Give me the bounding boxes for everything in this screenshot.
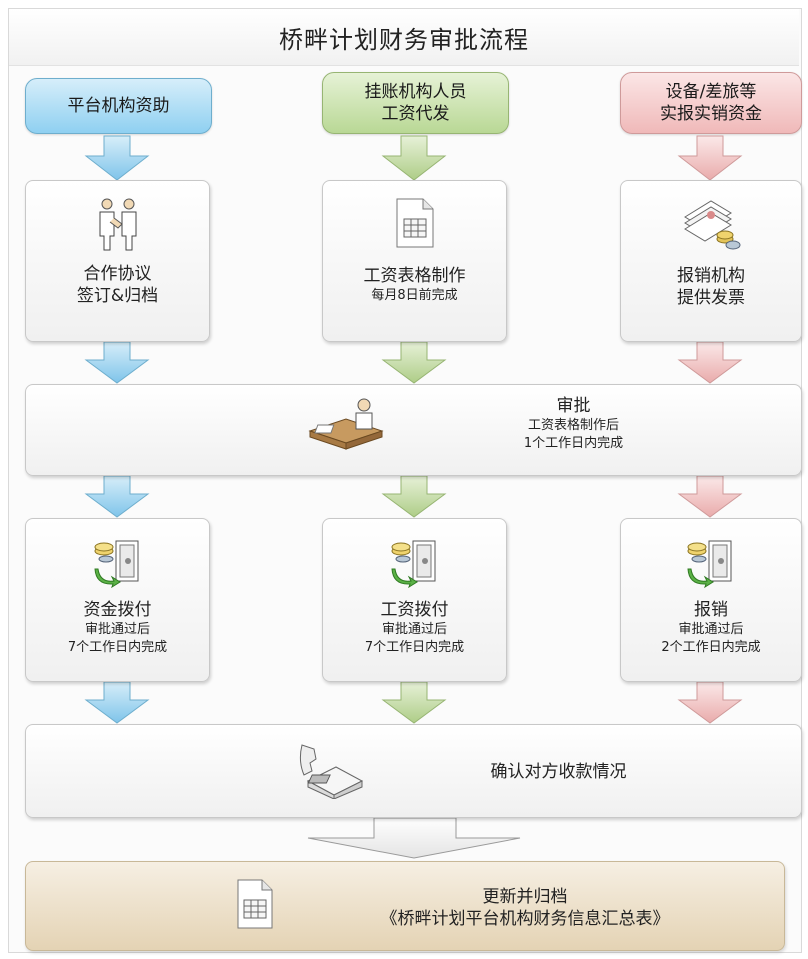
down-arrow bbox=[381, 341, 447, 384]
down-arrow bbox=[381, 135, 447, 181]
step-title: 报销机构 bbox=[677, 266, 745, 286]
source-label: 挂账机构人员 bbox=[364, 82, 467, 102]
down-arrow bbox=[677, 341, 743, 384]
down-arrow bbox=[84, 475, 150, 518]
step-note: 审批通过后 bbox=[381, 622, 447, 637]
step-note: 审批通过后 bbox=[84, 622, 150, 637]
archive-subtitle: 《桥畔计划平台机构财务信息汇总表》 bbox=[380, 909, 670, 929]
arrow-row-1 bbox=[84, 135, 743, 181]
step-note: 每月8日前完成 bbox=[371, 288, 458, 303]
arrow-row-3 bbox=[84, 475, 743, 518]
arrow-row-4 bbox=[84, 681, 743, 724]
source-label: 工资代发 bbox=[381, 104, 450, 124]
spreadsheet-icon bbox=[237, 879, 273, 929]
step-title: 工资表格制作 bbox=[363, 266, 466, 286]
money-transfer-icon bbox=[391, 540, 436, 589]
arrow-row-2 bbox=[84, 341, 743, 384]
step-salary-table-box: 工资表格制作 每月8日前完成 bbox=[322, 180, 507, 342]
title-bar: 桥畔计划财务审批流程 bbox=[9, 9, 799, 66]
down-arrow bbox=[677, 681, 743, 724]
handshake-icon bbox=[99, 198, 137, 251]
approval-box: 审批 工资表格制作后 1个工作日内完成 bbox=[25, 384, 802, 476]
archive-box: 更新并归档 《桥畔计划平台机构财务信息汇总表》 bbox=[25, 861, 785, 951]
source-reimbursement: 设备/差旅等 实报实销资金 bbox=[620, 72, 802, 134]
down-arrow bbox=[381, 475, 447, 518]
step-note: 审批通过后 bbox=[678, 622, 744, 637]
approval-note: 工资表格制作后 bbox=[527, 418, 619, 433]
approval-title: 审批 bbox=[556, 396, 591, 416]
step-note: 7个工作日内完成 bbox=[67, 640, 168, 655]
step-reimbursement-box: 报销 审批通过后 2个工作日内完成 bbox=[620, 518, 802, 682]
money-transfer-icon bbox=[687, 540, 732, 589]
spreadsheet-icon bbox=[396, 198, 434, 248]
step-title: 工资拨付 bbox=[380, 600, 449, 620]
telephone-icon bbox=[299, 744, 364, 799]
down-arrow-large bbox=[307, 817, 521, 859]
step-invoice-box: 报销机构 提供发票 bbox=[620, 180, 802, 342]
down-arrow bbox=[677, 475, 743, 518]
step-agreement-box: 合作协议 签订&归档 bbox=[25, 180, 210, 342]
confirm-title: 确认对方收款情况 bbox=[490, 762, 627, 782]
source-label: 设备/差旅等 bbox=[665, 82, 757, 102]
source-platform-funding: 平台机构资助 bbox=[25, 78, 212, 134]
confirm-box: 确认对方收款情况 bbox=[25, 724, 802, 818]
step-title: 签订&归档 bbox=[76, 286, 159, 306]
down-arrow bbox=[381, 681, 447, 724]
down-arrow bbox=[84, 681, 150, 724]
money-transfer-icon bbox=[94, 540, 139, 589]
source-label: 平台机构资助 bbox=[67, 96, 170, 116]
step-title: 报销 bbox=[694, 600, 728, 620]
down-arrow bbox=[84, 341, 150, 384]
step-salary-disbursement-box: 工资拨付 审批通过后 7个工作日内完成 bbox=[322, 518, 507, 682]
step-note: 2个工作日内完成 bbox=[661, 640, 761, 655]
down-arrow bbox=[677, 135, 743, 181]
step-title: 资金拨付 bbox=[83, 600, 152, 620]
desk-worker-icon bbox=[308, 398, 384, 450]
approval-note: 1个工作日内完成 bbox=[523, 436, 624, 451]
source-label: 实报实销资金 bbox=[660, 104, 762, 124]
step-fund-disbursement-box: 资金拨付 审批通过后 7个工作日内完成 bbox=[25, 518, 210, 682]
source-salary-payment: 挂账机构人员 工资代发 bbox=[322, 72, 509, 134]
step-note: 7个工作日内完成 bbox=[364, 640, 465, 655]
archive-title: 更新并归档 bbox=[482, 887, 568, 907]
down-arrow bbox=[84, 135, 150, 181]
step-title: 提供发票 bbox=[677, 288, 745, 308]
invoice-stack-icon bbox=[684, 200, 741, 250]
step-title: 合作协议 bbox=[83, 264, 152, 284]
diagram-title: 桥畔计划财务审批流程 bbox=[279, 25, 529, 54]
